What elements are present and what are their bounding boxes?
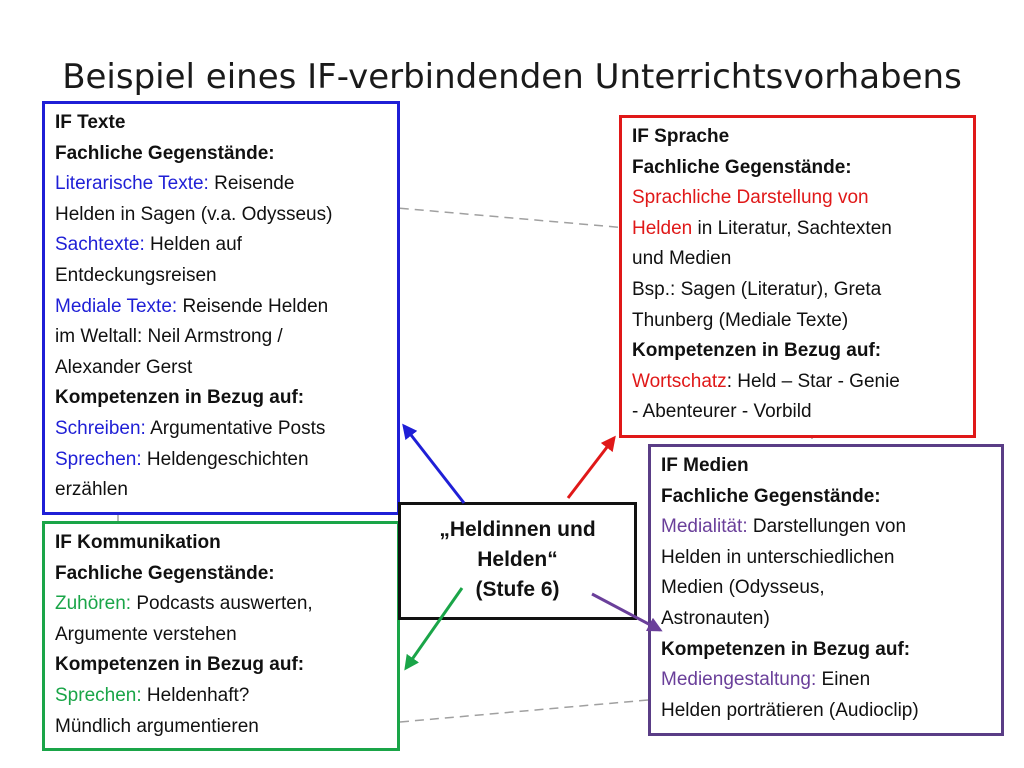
- texte-line-9: Sprechen: Heldengeschichten: [55, 445, 389, 476]
- kommunikation-zuhoeren-label: Zuhören:: [55, 593, 132, 615]
- sprache-komp-label: Kompetenzen in Bezug auf:: [632, 340, 882, 362]
- texte-heading: IF Texte: [55, 112, 126, 133]
- sprache-fg-label: Fachliche Gegenstände:: [632, 156, 852, 178]
- medien-mediengestaltung-label: Mediengestaltung:: [661, 669, 817, 691]
- kommunikation-komp-label: Kompetenzen in Bezug auf:: [55, 654, 305, 676]
- medien-line-2: Helden in unterschiedlichen: [661, 546, 895, 568]
- texte-sprechen-label: Sprechen:: [55, 448, 142, 470]
- kommunikation-line-3: Sprechen: Heldenhaft?: [55, 681, 389, 712]
- texte-line-5: Mediale Texte: Reisende Helden: [55, 292, 389, 323]
- medien-line-5: Mediengestaltung: Einen: [661, 665, 993, 696]
- sprache-line-3: und Medien: [632, 248, 732, 270]
- medien-line-1-text: Darstellungen von: [747, 516, 907, 538]
- if-medien-box: IF Medien Fachliche Gegenstände: Mediali…: [648, 444, 1004, 736]
- texte-line-7: Alexander Gerst: [55, 356, 193, 378]
- medien-line-3: Medien (Odysseus,: [661, 577, 825, 599]
- texte-line-1-text: Reisende: [208, 173, 295, 195]
- texte-line-5-text: Reisende Helden: [177, 295, 329, 317]
- medien-line-6: Helden porträtieren (Audioclip): [661, 699, 919, 721]
- sprache-line-1: Sprachliche Darstellung von: [632, 187, 869, 209]
- texte-komp-label: Kompetenzen in Bezug auf:: [55, 387, 305, 409]
- sprache-line-4: Bsp.: Sagen (Literatur), Greta: [632, 278, 882, 300]
- texte-fg-label: Fachliche Gegenstände:: [55, 142, 275, 164]
- if-sprache-box: IF Sprache Fachliche Gegenstände: Sprach…: [619, 115, 976, 438]
- sprache-line-2: Helden in Literatur, Sachtexten: [632, 214, 965, 245]
- medien-line-4: Astronauten): [661, 607, 770, 629]
- kommunikation-line-3-text: Heldenhaft?: [141, 684, 250, 706]
- center-line-1: „Heldinnen und: [439, 518, 596, 541]
- kommunikation-line-2: Argumente verstehen: [55, 623, 237, 645]
- central-topic-box: „Heldinnen und Helden“ (Stufe 6): [398, 502, 637, 620]
- page-title: Beispiel eines IF-verbindenden Unterrich…: [62, 57, 962, 97]
- center-line-2: Helden“: [477, 548, 558, 571]
- medien-komp-label: Kompetenzen in Bezug auf:: [661, 638, 911, 660]
- texte-sachtexte-label: Sachtexte:: [55, 234, 145, 256]
- medien-fg-label: Fachliche Gegenstände:: [661, 485, 881, 507]
- if-texte-box: IF Texte Fachliche Gegenstände: Literari…: [42, 101, 400, 515]
- sprache-helden-label: Helden: [632, 217, 693, 239]
- sprache-heading: IF Sprache: [632, 126, 730, 147]
- sprache-line-2-text: in Literatur, Sachtexten: [692, 217, 892, 239]
- medien-medialitaet-label: Medialität:: [661, 516, 748, 538]
- sprache-line-7: - Abenteurer - Vorbild: [632, 401, 812, 423]
- texte-line-3: Sachtexte: Helden auf: [55, 230, 389, 261]
- texte-schreiben-label: Schreiben:: [55, 417, 146, 439]
- medien-heading: IF Medien: [661, 455, 749, 476]
- texte-line-6: im Weltall: Neil Armstrong /: [55, 326, 283, 348]
- texte-line-4: Entdeckungsreisen: [55, 264, 217, 286]
- texte-line-1: Literarische Texte: Reisende: [55, 169, 389, 200]
- medien-line-1: Medialität: Darstellungen von: [661, 512, 993, 543]
- sprache-line-6: Wortschatz: Held – Star - Genie: [632, 367, 965, 398]
- kommunikation-line-1: Zuhören: Podcasts auswerten,: [55, 589, 389, 620]
- arrow-to-texte: [402, 423, 466, 504]
- kommunikation-fg-label: Fachliche Gegenstände:: [55, 562, 275, 584]
- medien-line-5-text: Einen: [816, 669, 871, 691]
- texte-literarische-label: Literarische Texte:: [55, 173, 209, 195]
- center-line-3: (Stufe 6): [475, 578, 560, 601]
- texte-mediale-label: Mediale Texte:: [55, 295, 178, 317]
- texte-line-8: Schreiben: Argumentative Posts: [55, 414, 389, 445]
- kommunikation-sprechen-label: Sprechen:: [55, 684, 142, 706]
- sprache-line-6-text: : Held – Star - Genie: [726, 370, 900, 392]
- kommunikation-heading: IF Kommunikation: [55, 532, 221, 553]
- kommunikation-line-1-text: Podcasts auswerten,: [131, 593, 313, 615]
- sprache-wortschatz-label: Wortschatz: [632, 370, 727, 392]
- texte-line-10: erzählen: [55, 479, 128, 501]
- texte-line-9-text: Heldengeschichten: [141, 448, 309, 470]
- if-kommunikation-box: IF Kommunikation Fachliche Gegenstände: …: [42, 521, 400, 751]
- dashed-connector-kommunikation-medien: [399, 699, 649, 723]
- kommunikation-line-4: Mündlich argumentieren: [55, 715, 259, 737]
- sprache-line-5: Thunberg (Mediale Texte): [632, 309, 849, 331]
- texte-line-8-text: Argumentative Posts: [145, 417, 326, 439]
- texte-line-2: Helden in Sagen (v.a. Odysseus): [55, 203, 333, 225]
- texte-line-3-text: Helden auf: [144, 234, 242, 256]
- arrow-to-sprache: [566, 435, 616, 499]
